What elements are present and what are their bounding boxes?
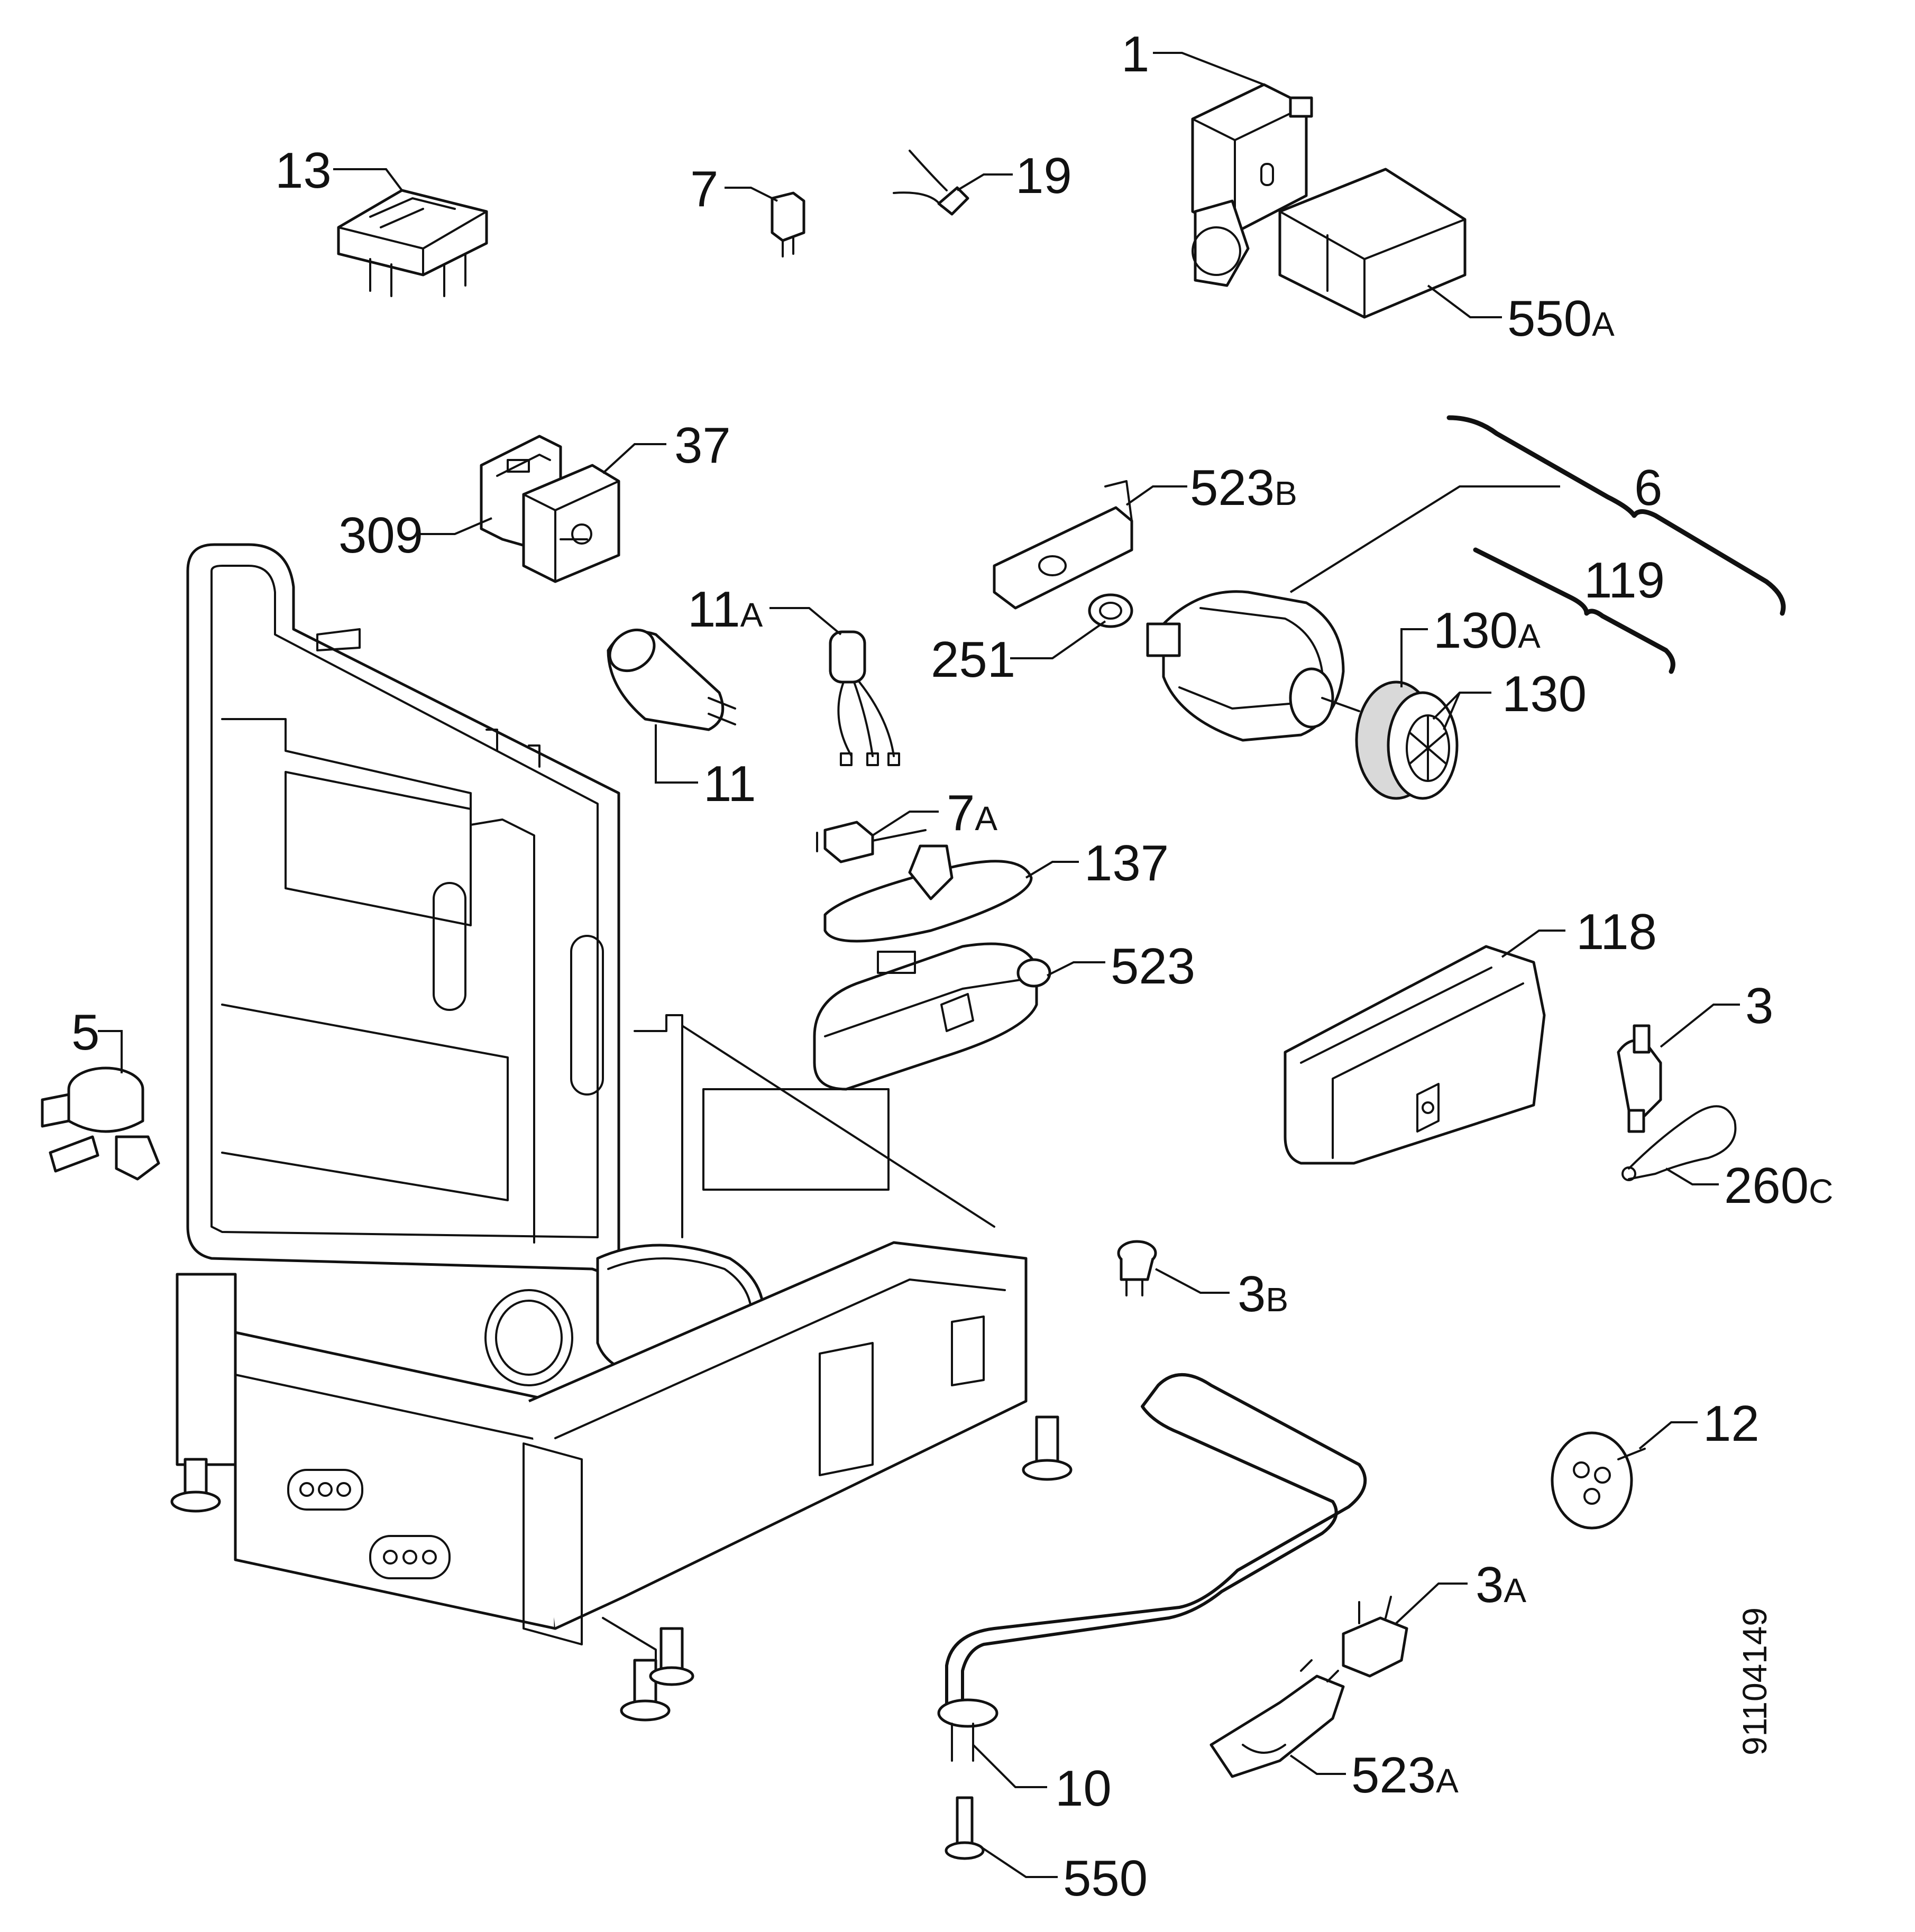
part-suppressor-19: [893, 150, 969, 216]
callout-523b: 523B: [1190, 459, 1297, 516]
callout-13: 13: [275, 142, 332, 199]
part-clip-260c: [1621, 1105, 1737, 1181]
callout-550: 550: [1063, 1850, 1148, 1907]
callout-251: 251: [931, 631, 1015, 688]
callout-5: 5: [71, 1004, 99, 1061]
part-pin-550: [945, 1796, 985, 1860]
part-dispenser-118: [1284, 945, 1546, 1165]
callout-12: 12: [1703, 1395, 1760, 1452]
document-number: 91104149: [1736, 1607, 1774, 1755]
part-float-housing-523: [813, 942, 1051, 1091]
callout-260c: 260C: [1724, 1157, 1833, 1214]
part-thermostat-3: [1617, 1024, 1662, 1133]
callout-10: 10: [1055, 1760, 1112, 1817]
callout-3b: 3B: [1238, 1266, 1288, 1322]
callout-130: 130: [1502, 666, 1587, 722]
part-impeller-130: [1355, 680, 1459, 800]
callout-523: 523: [1111, 938, 1195, 995]
part-float-137: [823, 844, 1033, 943]
callout-7: 7: [690, 161, 718, 217]
callout-1: 1: [1121, 26, 1149, 82]
callout-7a: 7A: [947, 785, 997, 841]
callout-118: 118: [1576, 904, 1657, 960]
callout-119: 119: [1584, 552, 1665, 609]
part-bracket-523a: [1210, 1659, 1345, 1778]
frame-feet: [170, 1415, 1073, 1722]
part-microswitch-7: [771, 191, 805, 257]
callout-137: 137: [1084, 835, 1169, 891]
callout-3a: 3A: [1476, 1557, 1526, 1613]
part-inlet-valve-5: [41, 1066, 160, 1181]
callout-6: 6: [1634, 459, 1662, 516]
part-cover-box-550a: [1278, 168, 1467, 319]
part-sensor-3b: [1117, 1240, 1157, 1296]
callout-labels: 1 13 7 19 550A 37 309 523B 6 119 11A 251…: [71, 26, 1833, 1907]
part-thermostat-3a: [1342, 1596, 1408, 1678]
callout-3: 3: [1745, 978, 1773, 1034]
callout-309: 309: [338, 507, 423, 564]
part-bracket-523b: [993, 480, 1133, 610]
callout-11: 11: [703, 756, 756, 812]
part-capacitor-11a: [829, 630, 900, 766]
part-capacitor-11: [607, 628, 736, 731]
callout-130a: 130A: [1433, 602, 1541, 659]
part-pressure-chamber-12: [1551, 1431, 1646, 1530]
part-seal-251: [1088, 593, 1133, 628]
callout-11a: 11A: [688, 581, 763, 638]
leader-lines: [98, 52, 1740, 1878]
callout-550a: 550A: [1507, 290, 1615, 347]
brace-119: [1473, 547, 1675, 674]
callout-19: 19: [1015, 148, 1072, 204]
part-pressure-switch-37: [522, 464, 620, 583]
brace-6: [1446, 415, 1786, 616]
part-motor-6: [1146, 590, 1360, 742]
callout-37: 37: [674, 417, 731, 474]
callout-523a: 523A: [1351, 1747, 1459, 1804]
part-float-switch-7a: [816, 821, 927, 863]
part-heating-element-10: [937, 1373, 1367, 1762]
machine-frame: [170, 543, 1073, 1722]
part-switch-block-13: [337, 189, 488, 297]
